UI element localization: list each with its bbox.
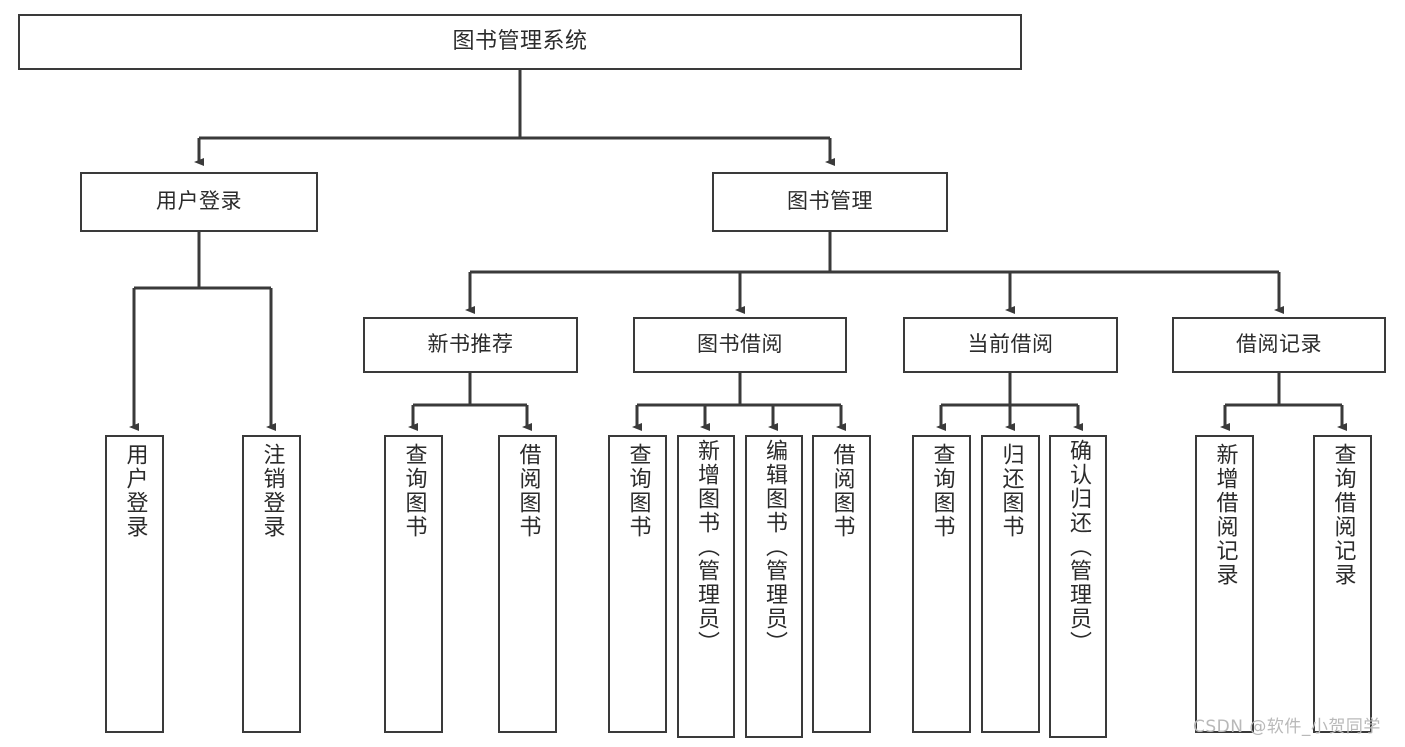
leaf-edit-book-admin[interactable]: 编辑图书（管理员） xyxy=(745,435,803,738)
node-label: 查询图书 xyxy=(401,443,427,539)
leaf-query-book-borrow[interactable]: 查询图书 xyxy=(608,435,667,733)
node-label: 借阅图书 xyxy=(829,443,855,539)
node-label: 查询图书 xyxy=(625,443,651,539)
node-label: 用户登录 xyxy=(122,443,148,539)
leaf-query-borrow-record[interactable]: 查询借阅记录 xyxy=(1313,435,1372,733)
leaf-user-login[interactable]: 用户登录 xyxy=(105,435,164,733)
leaf-return-book[interactable]: 归还图书 xyxy=(981,435,1040,733)
node-label: 确认归还（管理员） xyxy=(1066,439,1091,655)
node-label: 查询借阅记录 xyxy=(1330,443,1356,587)
node-label: 借阅图书 xyxy=(515,443,541,539)
leaf-query-book-recommend[interactable]: 查询图书 xyxy=(384,435,443,733)
node-user-login[interactable]: 用户登录 xyxy=(80,172,318,232)
node-new-book-recommend[interactable]: 新书推荐 xyxy=(363,317,578,373)
leaf-borrow-book-recommend[interactable]: 借阅图书 xyxy=(498,435,557,733)
node-borrow-record[interactable]: 借阅记录 xyxy=(1172,317,1386,373)
node-label: 查询图书 xyxy=(929,443,955,539)
node-label: 图书管理系统 xyxy=(452,28,588,54)
node-label: 新书推荐 xyxy=(427,332,514,357)
node-root-book-management-system[interactable]: 图书管理系统 xyxy=(18,14,1022,70)
node-label: 注销登录 xyxy=(259,443,285,539)
node-current-borrow[interactable]: 当前借阅 xyxy=(903,317,1118,373)
node-label: 图书借阅 xyxy=(697,332,783,357)
leaf-confirm-return-admin[interactable]: 确认归还（管理员） xyxy=(1049,435,1107,738)
node-label: 编辑图书（管理员） xyxy=(762,439,787,655)
leaf-add-borrow-record[interactable]: 新增借阅记录 xyxy=(1195,435,1254,733)
node-label: 图书管理 xyxy=(787,189,873,214)
leaf-add-book-admin[interactable]: 新增图书（管理员） xyxy=(677,435,735,738)
node-book-management[interactable]: 图书管理 xyxy=(712,172,948,232)
watermark-text: CSDN @软件_小贺同学 xyxy=(1193,717,1381,737)
leaf-borrow-book[interactable]: 借阅图书 xyxy=(812,435,871,733)
node-label: 当前借阅 xyxy=(967,332,1054,357)
leaf-user-logout[interactable]: 注销登录 xyxy=(242,435,301,733)
node-label: 新增图书（管理员） xyxy=(694,439,719,655)
node-book-borrow[interactable]: 图书借阅 xyxy=(633,317,847,373)
leaf-query-book-current[interactable]: 查询图书 xyxy=(912,435,971,733)
node-label: 借阅记录 xyxy=(1236,332,1322,357)
node-label: 新增借阅记录 xyxy=(1212,443,1238,587)
node-label: 用户登录 xyxy=(156,189,242,214)
node-label: 归还图书 xyxy=(998,443,1024,539)
